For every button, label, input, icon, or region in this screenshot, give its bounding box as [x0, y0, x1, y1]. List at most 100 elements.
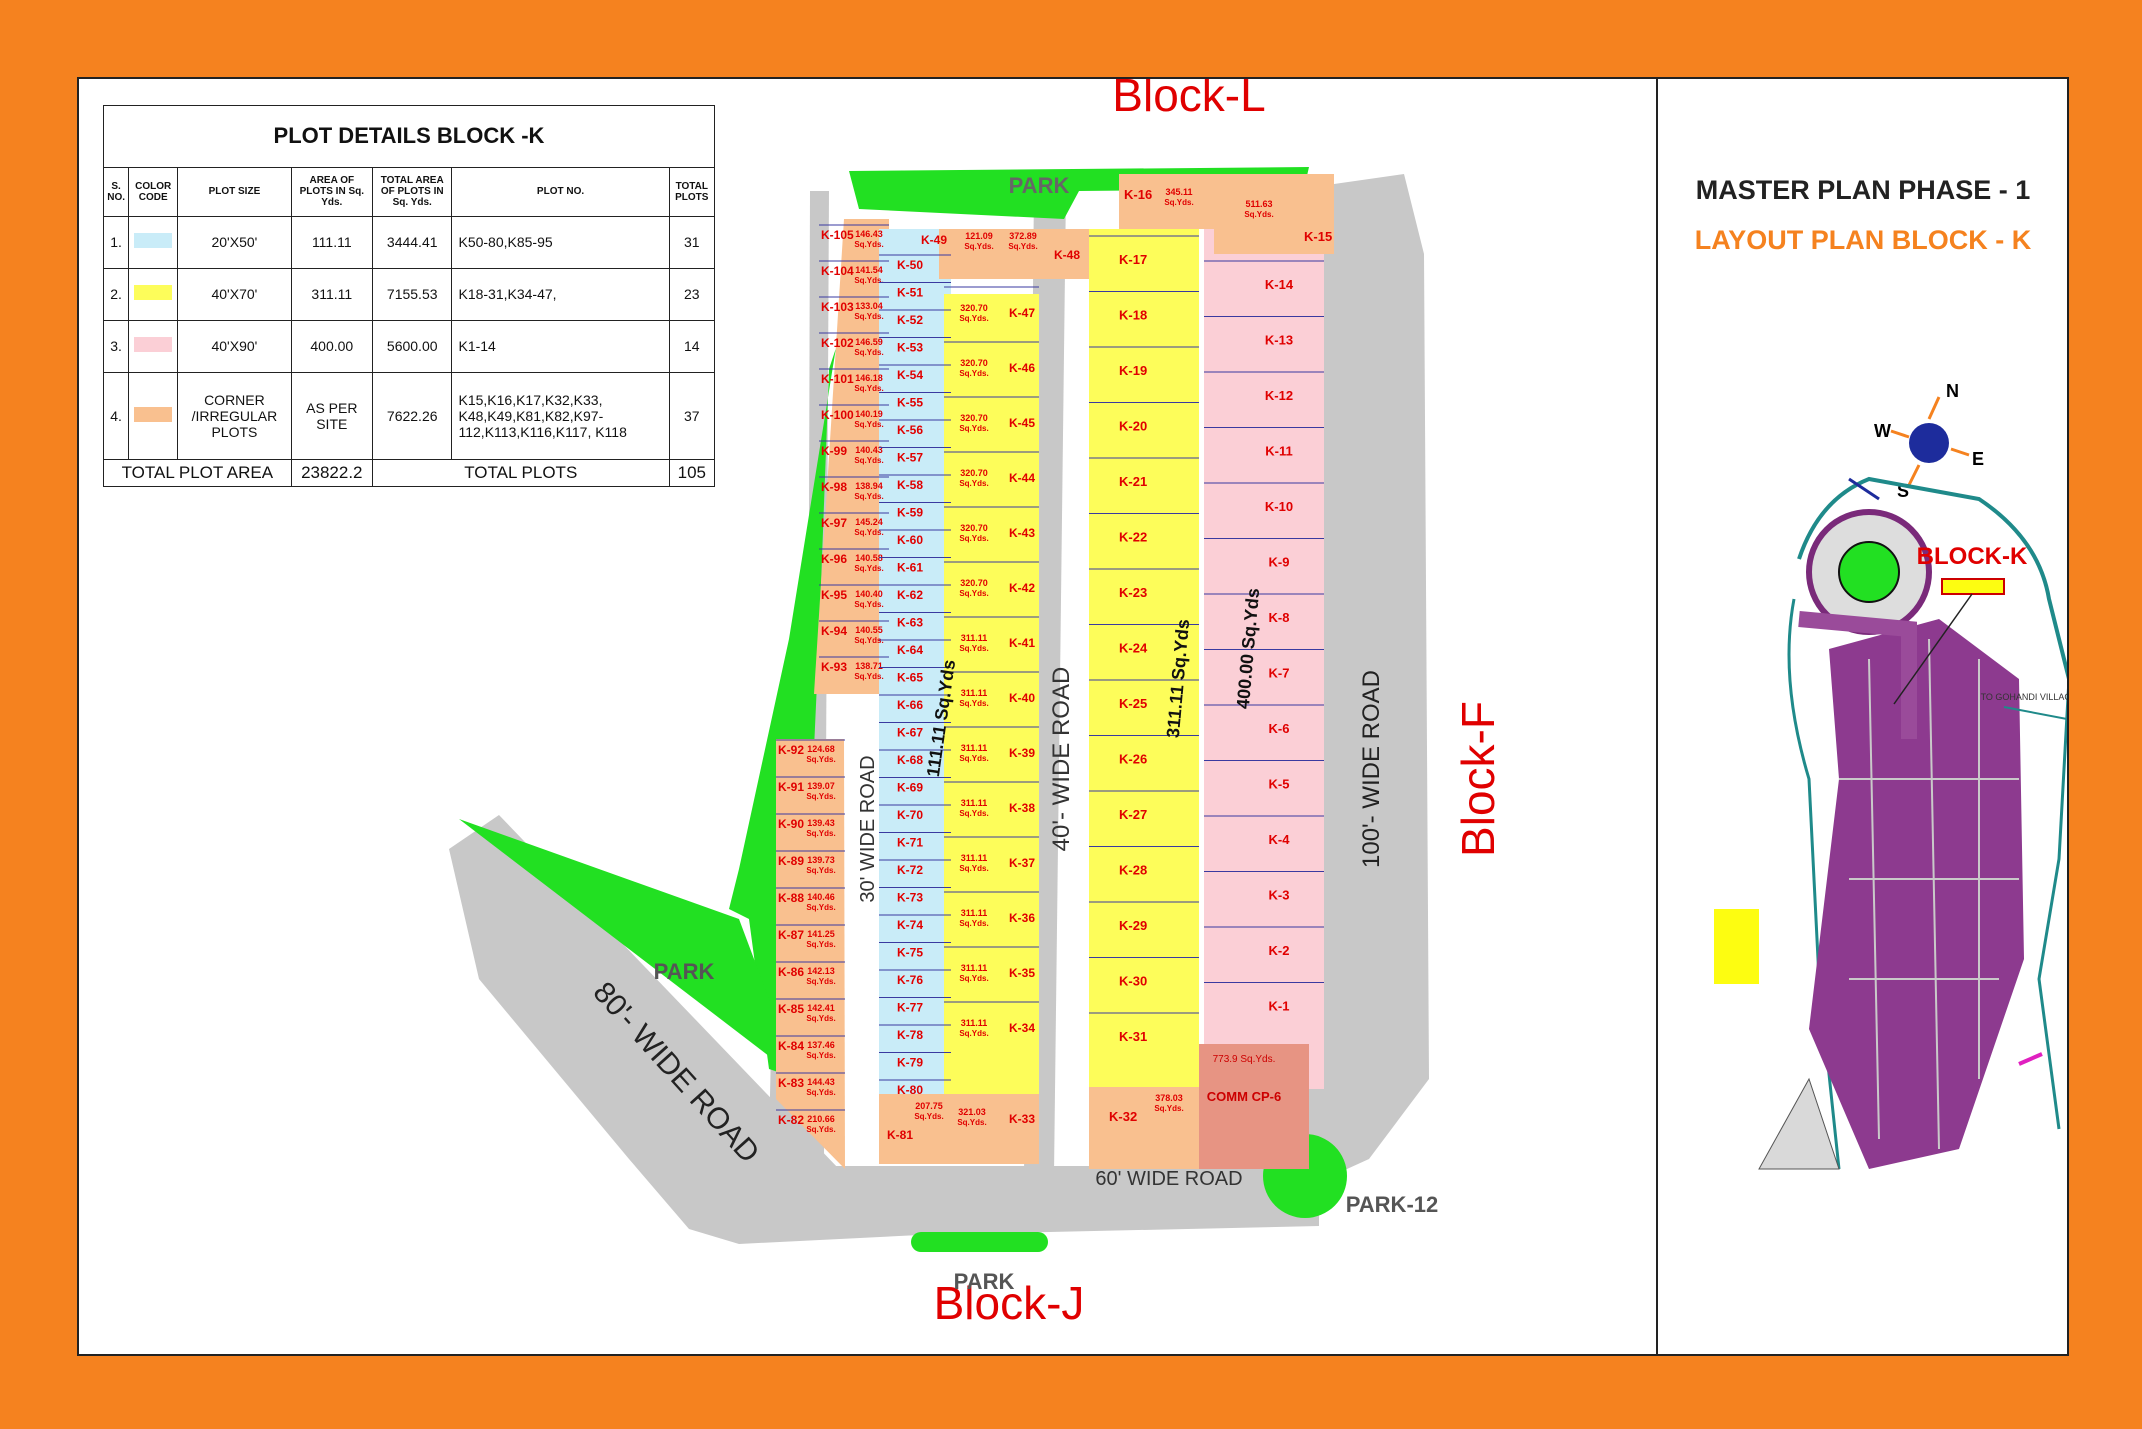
plot-label: K-102 — [821, 336, 854, 350]
plot-area-unit: Sq.Yds. — [959, 809, 988, 818]
plot-label: K-47 — [1009, 306, 1035, 320]
row-total-area: 5600.00 — [371, 319, 453, 373]
plot-label: K-35 — [1009, 966, 1035, 980]
plot-label: K-6 — [1269, 721, 1290, 736]
plot-label: K-25 — [1119, 696, 1147, 711]
plot-area: 145.24 — [855, 517, 883, 527]
plot-area-unit: Sq.Yds. — [806, 1125, 835, 1134]
plot-area-unit: Sq.Yds. — [854, 348, 883, 357]
plot-label: K-89 — [778, 854, 804, 868]
row-plot-numbers: K15,K16,K17,K32,K33, K48,K49,K81,K82,K97… — [451, 371, 670, 460]
pink-column — [1204, 229, 1324, 1089]
k15-orange — [1214, 174, 1334, 254]
plot-label: K-14 — [1265, 277, 1294, 292]
yellow-right-column — [1089, 229, 1199, 1109]
road-30-label: 30' WIDE ROAD — [857, 755, 879, 902]
row-plot-size: 40'X70' — [177, 267, 292, 321]
far-left-column-top — [814, 219, 889, 694]
plot-area-unit: Sq.Yds. — [1154, 1104, 1183, 1113]
plot-area: 146.43 — [855, 229, 883, 239]
plot-label: K-59 — [897, 506, 923, 520]
plot-label: K-65 — [897, 671, 923, 685]
k81-orange — [879, 1094, 951, 1164]
plot-label: K-7 — [1269, 666, 1290, 681]
plot-label: K-87 — [778, 928, 804, 942]
plot-area: 124.68 — [807, 744, 835, 754]
plot-area: 320.70 — [960, 468, 988, 478]
header-cell: S. NO. — [102, 166, 130, 217]
k32-orange — [1089, 1087, 1199, 1169]
plot-area-unit: Sq.Yds. — [854, 240, 883, 249]
plot-area: 138.71 — [855, 661, 883, 671]
plot-area: 207.75 — [915, 1101, 943, 1111]
plot-label: K-24 — [1119, 641, 1148, 656]
plot-area: 140.19 — [855, 409, 883, 419]
plot-area: 140.46 — [807, 892, 835, 902]
plot-label: K-44 — [1009, 471, 1035, 485]
plot-label: K-38 — [1009, 801, 1035, 815]
master-plan-keymap: BLOCK-K TO GOHANDI VILLAGE — [1714, 476, 2067, 1170]
plot-area: 345.11 — [1165, 187, 1192, 197]
plot-label: K-3 — [1269, 888, 1290, 903]
plot-area-unit: Sq.Yds. — [806, 977, 835, 986]
k16-orange — [1119, 174, 1214, 229]
park-triangle — [459, 819, 799, 1079]
row-total-area: 7622.26 — [371, 371, 453, 460]
block-l-label: Block-L — [1112, 79, 1265, 121]
plot-label: K-71 — [897, 836, 923, 850]
plot-label: K-61 — [897, 561, 923, 575]
plot-label: K-12 — [1265, 388, 1293, 403]
plot-label: K-31 — [1119, 1029, 1147, 1044]
block-j-label: Block-J — [934, 1277, 1085, 1329]
plot-area: 372.89 — [1009, 231, 1037, 241]
table-title: PLOT DETAILS BLOCK -K — [103, 105, 715, 168]
plot-label: K-17 — [1119, 252, 1147, 267]
plot-label: K-94 — [821, 624, 847, 638]
row-color-swatch — [128, 371, 179, 460]
plot-area-unit: Sq.Yds. — [957, 1118, 986, 1127]
plot-label: K-70 — [897, 808, 923, 822]
plot-label: K-51 — [897, 286, 923, 300]
plot-label: K-58 — [897, 478, 923, 492]
plot-label: K-78 — [897, 1028, 923, 1042]
plot-area: 378.03 — [1155, 1093, 1183, 1103]
plot-label: K-105 — [821, 228, 854, 242]
plot-area: 320.70 — [960, 358, 988, 368]
plot-area: 320.70 — [960, 523, 988, 533]
plot-label: K-5 — [1269, 777, 1290, 792]
row-sno: 3. — [102, 319, 130, 373]
plot-label: K-8 — [1269, 610, 1290, 625]
color-swatch-icon — [134, 233, 173, 249]
row-plot-count: 31 — [668, 215, 716, 269]
row-plot-numbers: K1-14 — [451, 319, 670, 373]
plot-area: 141.54 — [855, 265, 883, 275]
plot-area-unit: Sq.Yds. — [959, 314, 988, 323]
plot-label: K-91 — [778, 780, 804, 794]
compass-w: W — [1874, 421, 1891, 441]
row-plot-numbers: K18-31,K34-47, — [451, 267, 670, 321]
plot-label: K-40 — [1009, 691, 1035, 705]
plot-area: 141.25 — [807, 929, 835, 939]
plot-area-unit: Sq.Yds. — [854, 528, 883, 537]
plot-area-unit: Sq.Yds. — [806, 1088, 835, 1097]
plot-area-unit: Sq.Yds. — [959, 369, 988, 378]
row-sno: 4. — [102, 371, 130, 460]
plot-area: 133.04 — [855, 301, 883, 311]
plot-area-unit: Sq.Yds. — [964, 242, 993, 251]
plot-area: 320.70 — [960, 578, 988, 588]
compass-center-icon — [1909, 423, 1949, 463]
road-100-label: 100'- WIDE ROAD — [1358, 670, 1385, 868]
row-color-swatch — [128, 319, 179, 373]
plot-label: K-88 — [778, 891, 804, 905]
plot-label: K-76 — [897, 973, 923, 987]
plot-area: 140.43 — [855, 445, 883, 455]
plot-area: 137.46 — [807, 1040, 835, 1050]
park-strip — [729, 219, 879, 1079]
plot-label: K-27 — [1119, 807, 1147, 822]
plot-label: K-53 — [897, 341, 923, 355]
block-k-label: BLOCK-K — [1917, 543, 2028, 570]
